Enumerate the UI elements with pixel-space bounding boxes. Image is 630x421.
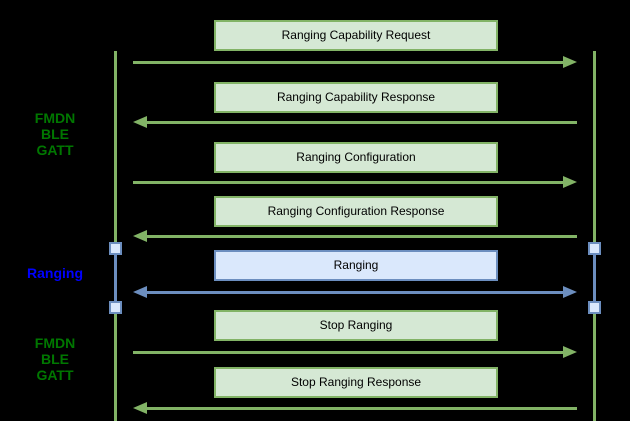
session-endpoint-marker <box>588 301 601 314</box>
phase-label-ranging: Ranging <box>27 265 83 281</box>
arrow-line <box>145 290 565 294</box>
arrow-line <box>145 406 577 410</box>
arrow-line <box>133 60 565 64</box>
message-arrow <box>133 176 577 188</box>
arrow-line <box>133 350 565 354</box>
ranging-session-segment-right <box>593 248 596 310</box>
ranging-session-segment-left <box>114 248 117 310</box>
arrow-line <box>145 234 577 238</box>
device-lifeline-left <box>114 51 117 421</box>
message-box: Ranging Configuration <box>214 142 498 173</box>
arrow-left-icon <box>133 230 147 242</box>
arrow-line <box>145 120 577 124</box>
arrow-left-icon <box>133 286 147 298</box>
arrow-left-icon <box>133 116 147 128</box>
session-endpoint-marker <box>109 242 122 255</box>
message-arrow <box>133 286 577 298</box>
message-arrow <box>133 116 577 128</box>
message-box: Stop Ranging <box>214 310 498 341</box>
message-box: Stop Ranging Response <box>214 367 498 398</box>
message-arrow <box>133 346 577 358</box>
arrow-right-icon <box>563 56 577 68</box>
arrow-right-icon <box>563 286 577 298</box>
arrow-right-icon <box>563 346 577 358</box>
protocol-label-fmdn-ble-gatt-top: FMDN BLE GATT <box>34 110 76 158</box>
arrow-left-icon <box>133 402 147 414</box>
message-arrow <box>133 402 577 414</box>
message-box: Ranging Capability Request <box>214 20 498 51</box>
message-arrow <box>133 56 577 68</box>
message-box: Ranging Configuration Response <box>214 196 498 227</box>
session-endpoint-marker <box>588 242 601 255</box>
arrow-line <box>133 180 565 184</box>
device-lifeline-right <box>593 51 596 421</box>
message-box: Ranging <box>214 250 498 281</box>
message-arrow <box>133 230 577 242</box>
session-endpoint-marker <box>109 301 122 314</box>
arrow-right-icon <box>563 176 577 188</box>
protocol-label-fmdn-ble-gatt-bottom: FMDN BLE GATT <box>34 335 76 383</box>
message-box: Ranging Capability Response <box>214 82 498 113</box>
